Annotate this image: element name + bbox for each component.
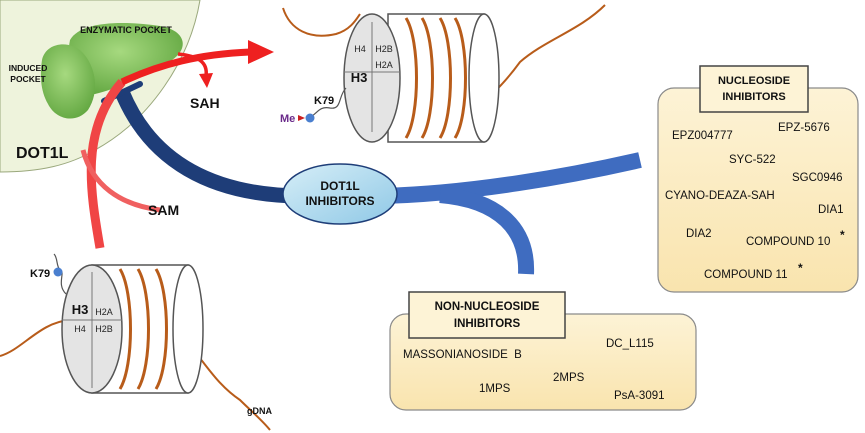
compound-10-asterisk: * — [840, 228, 845, 242]
nucleoside-title-line2: INHIBITORS — [722, 91, 785, 103]
inhibition-arc — [115, 89, 301, 204]
compound-cyano-deaza-sah: CYANO-DEAZA-SAH — [665, 190, 775, 202]
dot1l-inhibitors-label-line2: INHIBITORS — [305, 194, 374, 208]
sam-label: SAM — [148, 202, 179, 218]
top-nucleosome: H4 H2B H3 H2A K79 Me — [280, 4, 606, 143]
non-nucleoside-title-box — [408, 291, 566, 339]
top-dna-left — [282, 7, 361, 37]
sah-arrow — [177, 52, 208, 77]
sah-arrow-head — [199, 73, 213, 88]
top-h2a-label: H2A — [375, 60, 393, 70]
compound-epz5676: EPZ-5676 — [778, 122, 830, 134]
induced-pocket-label-line2: POCKET — [10, 74, 46, 84]
compound-dc-l115: DC_L115 — [606, 338, 654, 350]
top-h3-label: H3 — [351, 70, 368, 85]
compound-sgc0946: SGC0946 — [792, 172, 843, 184]
gdna-label: gDNA — [247, 406, 272, 416]
bottom-h2a-label: H2A — [95, 307, 113, 317]
nucleoside-title-line1: NUCLEOSIDE — [718, 75, 790, 87]
methylation-arrow — [120, 48, 251, 86]
enzymatic-pocket-label: ENZYMATIC POCKET — [80, 25, 172, 35]
nucleoside-title-box — [699, 65, 809, 113]
compound-dia2: DIA2 — [686, 228, 712, 240]
nucleoside-inhibitors-panel: NUCLEOSIDE INHIBITORS EPZ004777 EPZ-5676… — [657, 65, 859, 293]
bottom-k79-label: K79 — [30, 268, 50, 280]
non-nucleoside-title-line1: NON-NUCLEOSIDE — [435, 301, 540, 313]
me-label: Me — [280, 113, 295, 125]
top-histone-tail — [311, 87, 347, 117]
compound-2mps: 2MPS — [553, 372, 585, 384]
compound-dia1: DIA1 — [818, 204, 844, 216]
bottom-h3-label: H3 — [72, 302, 89, 317]
bottom-dna-left — [0, 319, 71, 357]
non-nucleoside-inhibitors-panel: NON-NUCLEOSIDE INHIBITORS MASSONIANOSIDE… — [389, 291, 697, 411]
compound-massonianoside-b: MASSONIANOSIDE B — [403, 349, 522, 361]
sam-branch-curve — [80, 149, 161, 213]
nucleoside-branch-arc — [379, 152, 642, 204]
top-k79-label: K79 — [314, 95, 334, 107]
top-h2b-label: H2B — [375, 44, 393, 54]
compound-epz004777: EPZ004777 — [672, 130, 733, 142]
methylation-arrow-head — [248, 40, 274, 64]
induced-pocket-label-line1: INDUCED — [9, 63, 48, 73]
induced-pocket-shape — [40, 44, 96, 119]
sah-label: SAH — [190, 95, 220, 111]
methyl-dot — [305, 113, 315, 123]
bottom-h4-label: H4 — [74, 324, 86, 334]
enzymatic-pocket-shape — [68, 22, 183, 95]
compound-psa-3091: PsA-3091 — [614, 390, 665, 402]
sam-arrow-curve — [86, 79, 126, 249]
bottom-nucleosome: H3 H2A H4 H2B K79 gDNA — [0, 253, 272, 431]
compound-11-asterisk: * — [798, 261, 803, 275]
compound-10: COMPOUND 10 — [746, 236, 830, 248]
dot1l-inhibitors-ellipse — [282, 163, 398, 225]
dot1l-label: DOT1L — [16, 145, 69, 162]
methyl-pointer — [298, 115, 305, 121]
compound-syc522: SYC-522 — [729, 154, 776, 166]
bottom-h2b-label: H2B — [95, 324, 113, 334]
non-nucleoside-branch-arc — [439, 187, 535, 275]
dot1l-inhibitors-label-line1: DOT1L — [320, 179, 359, 193]
compound-1mps: 1MPS — [479, 383, 511, 395]
bottom-k79-dot — [53, 267, 63, 277]
compound-11: COMPOUND 11 — [704, 269, 788, 281]
non-nucleoside-title-line2: INHIBITORS — [454, 318, 521, 330]
top-h4-label: H4 — [354, 44, 366, 54]
